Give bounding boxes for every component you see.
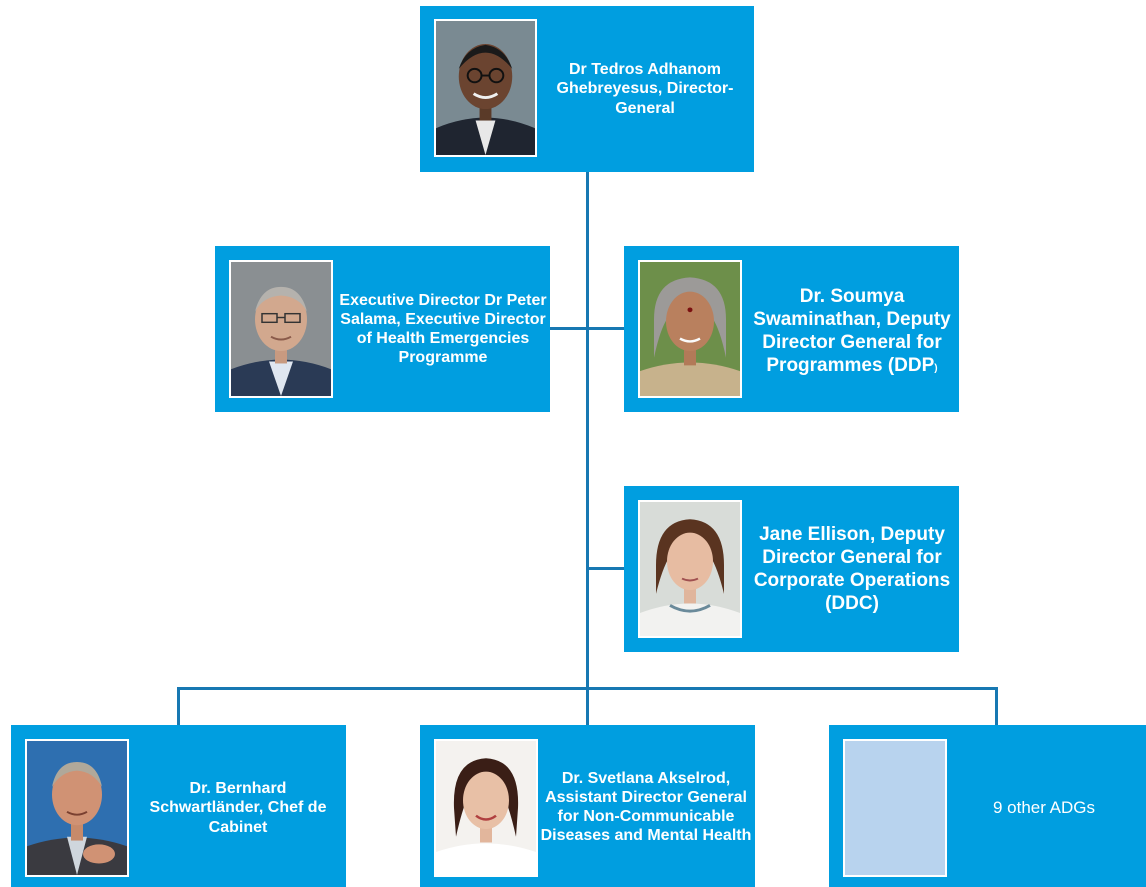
portrait-akselrod [434, 739, 538, 877]
label-executive-director: Executive Director Dr Peter Salama, Exec… [333, 256, 553, 402]
connector-drop-right [995, 687, 998, 725]
card-chef-de-cabinet: Dr. Bernhard Schwartländer, Chef de Cabi… [11, 725, 346, 887]
connector-trunk [586, 172, 589, 690]
portrait-swaminathan [638, 260, 742, 398]
name-schwartlander: Dr. Bernhard Schwartländer, [149, 780, 287, 817]
card-director-general: Dr Tedros Adhanom Ghebreyesus, Director-… [420, 6, 754, 172]
connector-ddc [588, 567, 624, 570]
portrait-schwartlander [25, 739, 129, 877]
role-ddp: Deputy Director General for Programmes [762, 309, 951, 376]
connector-drop-middle [586, 687, 589, 725]
portrait-placeholder [843, 739, 947, 877]
text-other-adgs: 9 other ADGs [992, 797, 1096, 817]
name-ellison: Jane Ellison, [759, 524, 876, 546]
role-executive-director: Executive Director of Health Emergencies… [356, 310, 546, 367]
card-other-adgs: 9 other ADGs [829, 725, 1146, 887]
name-akselrod: Dr. Svetlana Akselrod, [561, 769, 731, 787]
name-tedros: Dr Tedros Adhanom Ghebreyesus, [556, 61, 721, 98]
card-adg-ncd: Dr. Svetlana Akselrod, Assistant Directo… [420, 725, 755, 887]
card-executive-director: Executive Director Dr Peter Salama, Exec… [215, 246, 550, 412]
label-adg-ncd: Dr. Svetlana Akselrod, Assistant Directo… [538, 729, 754, 885]
label-ddc: Jane Ellison, Deputy Director General fo… [742, 494, 962, 646]
label-other-adgs: 9 other ADGs [949, 733, 1139, 883]
role-ddc: Deputy Director General for Corporate Op… [753, 524, 951, 614]
card-ddc: Jane Ellison, Deputy Director General fo… [624, 486, 959, 652]
label-chef-de-cabinet: Dr. Bernhard Schwartländer, Chef de Cabi… [133, 733, 343, 883]
connector-drop-left [177, 687, 180, 725]
role-chef-de-cabinet: Chef de Cabinet [208, 799, 327, 836]
abbr-ddp: (DDP) [887, 354, 938, 376]
label-ddp: Dr. Soumya Swaminathan, Deputy Director … [742, 254, 962, 410]
label-director-general: Dr Tedros Adhanom Ghebreyesus, Director-… [540, 14, 750, 164]
title-executive-director: Executive Director [339, 291, 480, 309]
portrait-ellison [638, 500, 742, 638]
portrait-tedros [434, 19, 537, 157]
role-director-general: Director-General [615, 80, 734, 117]
card-ddp: Dr. Soumya Swaminathan, Deputy Director … [624, 246, 959, 412]
role-adg-ncd: Assistant Director General for Non-Commu… [540, 788, 752, 845]
name-salama: Dr Peter Salama, [340, 291, 547, 328]
name-swaminathan: Dr. Soumya Swaminathan, [753, 286, 905, 331]
connector-level2 [550, 327, 624, 330]
portrait-salama [229, 260, 333, 398]
